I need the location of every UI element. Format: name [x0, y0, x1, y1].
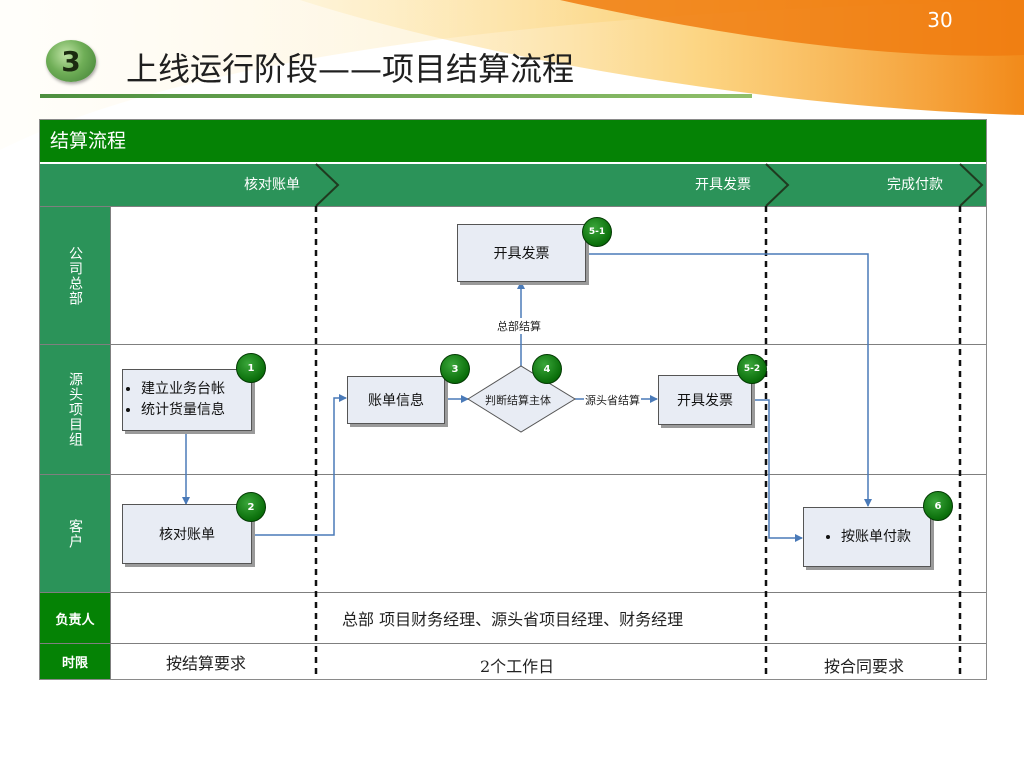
node-5-2-number: 5-2 [737, 354, 767, 384]
deadline-payment: 按合同要求 [824, 657, 905, 676]
phase-label-check-bill: 核对账单 [244, 177, 300, 193]
node-decide-settlement: 判断结算主体 [485, 394, 551, 407]
node-4-number: 4 [532, 354, 562, 384]
phase-bar [40, 164, 986, 206]
node-6-label: 按账单付款 [841, 527, 911, 548]
node-invoice-hq: 开具发票 [457, 224, 586, 282]
node-bill-info: 账单信息 [347, 376, 445, 424]
node-1-bullet-1: 建立业务台帐 [141, 379, 225, 400]
node-pay-by-bill: 按账单付款 [803, 507, 931, 567]
node-invoice-source: 开具发票 [658, 375, 752, 425]
phase-label-payment: 完成付款 [887, 177, 943, 193]
node-6-number: 6 [923, 491, 953, 521]
deadline-invoice: 2个工作日 [480, 657, 555, 676]
node-build-ledger: 建立业务台帐 统计货量信息 [122, 369, 252, 431]
node-check-bill: 核对账单 [122, 504, 252, 564]
node-1-number: 1 [236, 353, 266, 383]
flowchart-header: 结算流程 [40, 120, 986, 162]
node-2-number: 2 [236, 492, 266, 522]
deadline-check-bill: 按结算要求 [166, 654, 247, 673]
node-1-bullet-2: 统计货量信息 [141, 400, 225, 421]
title-underline [40, 94, 752, 98]
section-number-badge: 3 [46, 40, 96, 82]
edge-label-hq-settlement: 总部结算 [496, 318, 542, 334]
node-5-1-number: 5-1 [582, 217, 612, 247]
lane-head-owner: 负责人 [40, 593, 110, 643]
node-3-number: 3 [440, 354, 470, 384]
lane-head-source-team: 源头项目组 [40, 345, 110, 474]
page-number: 30 [927, 8, 953, 32]
slide-title: 上线运行阶段——项目结算流程 [126, 50, 575, 88]
section-number: 3 [61, 44, 81, 78]
lane-head-customer: 客户 [40, 475, 110, 592]
edge-label-source-settlement: 源头省结算 [584, 392, 641, 408]
lane-head-deadline: 时限 [40, 644, 110, 679]
lane-head-headquarters: 公司总部 [40, 207, 110, 344]
phase-label-invoice: 开具发票 [695, 177, 751, 193]
header-swoosh-decoration [0, 0, 1024, 150]
owner-text: 总部 项目财务经理、源头省项目经理、财务经理 [342, 610, 684, 629]
settlement-flowchart: 结算流程 核对账单 开具发票 完成付款 公司总部 源头项目组 客户 负责人 时限 [39, 119, 987, 680]
